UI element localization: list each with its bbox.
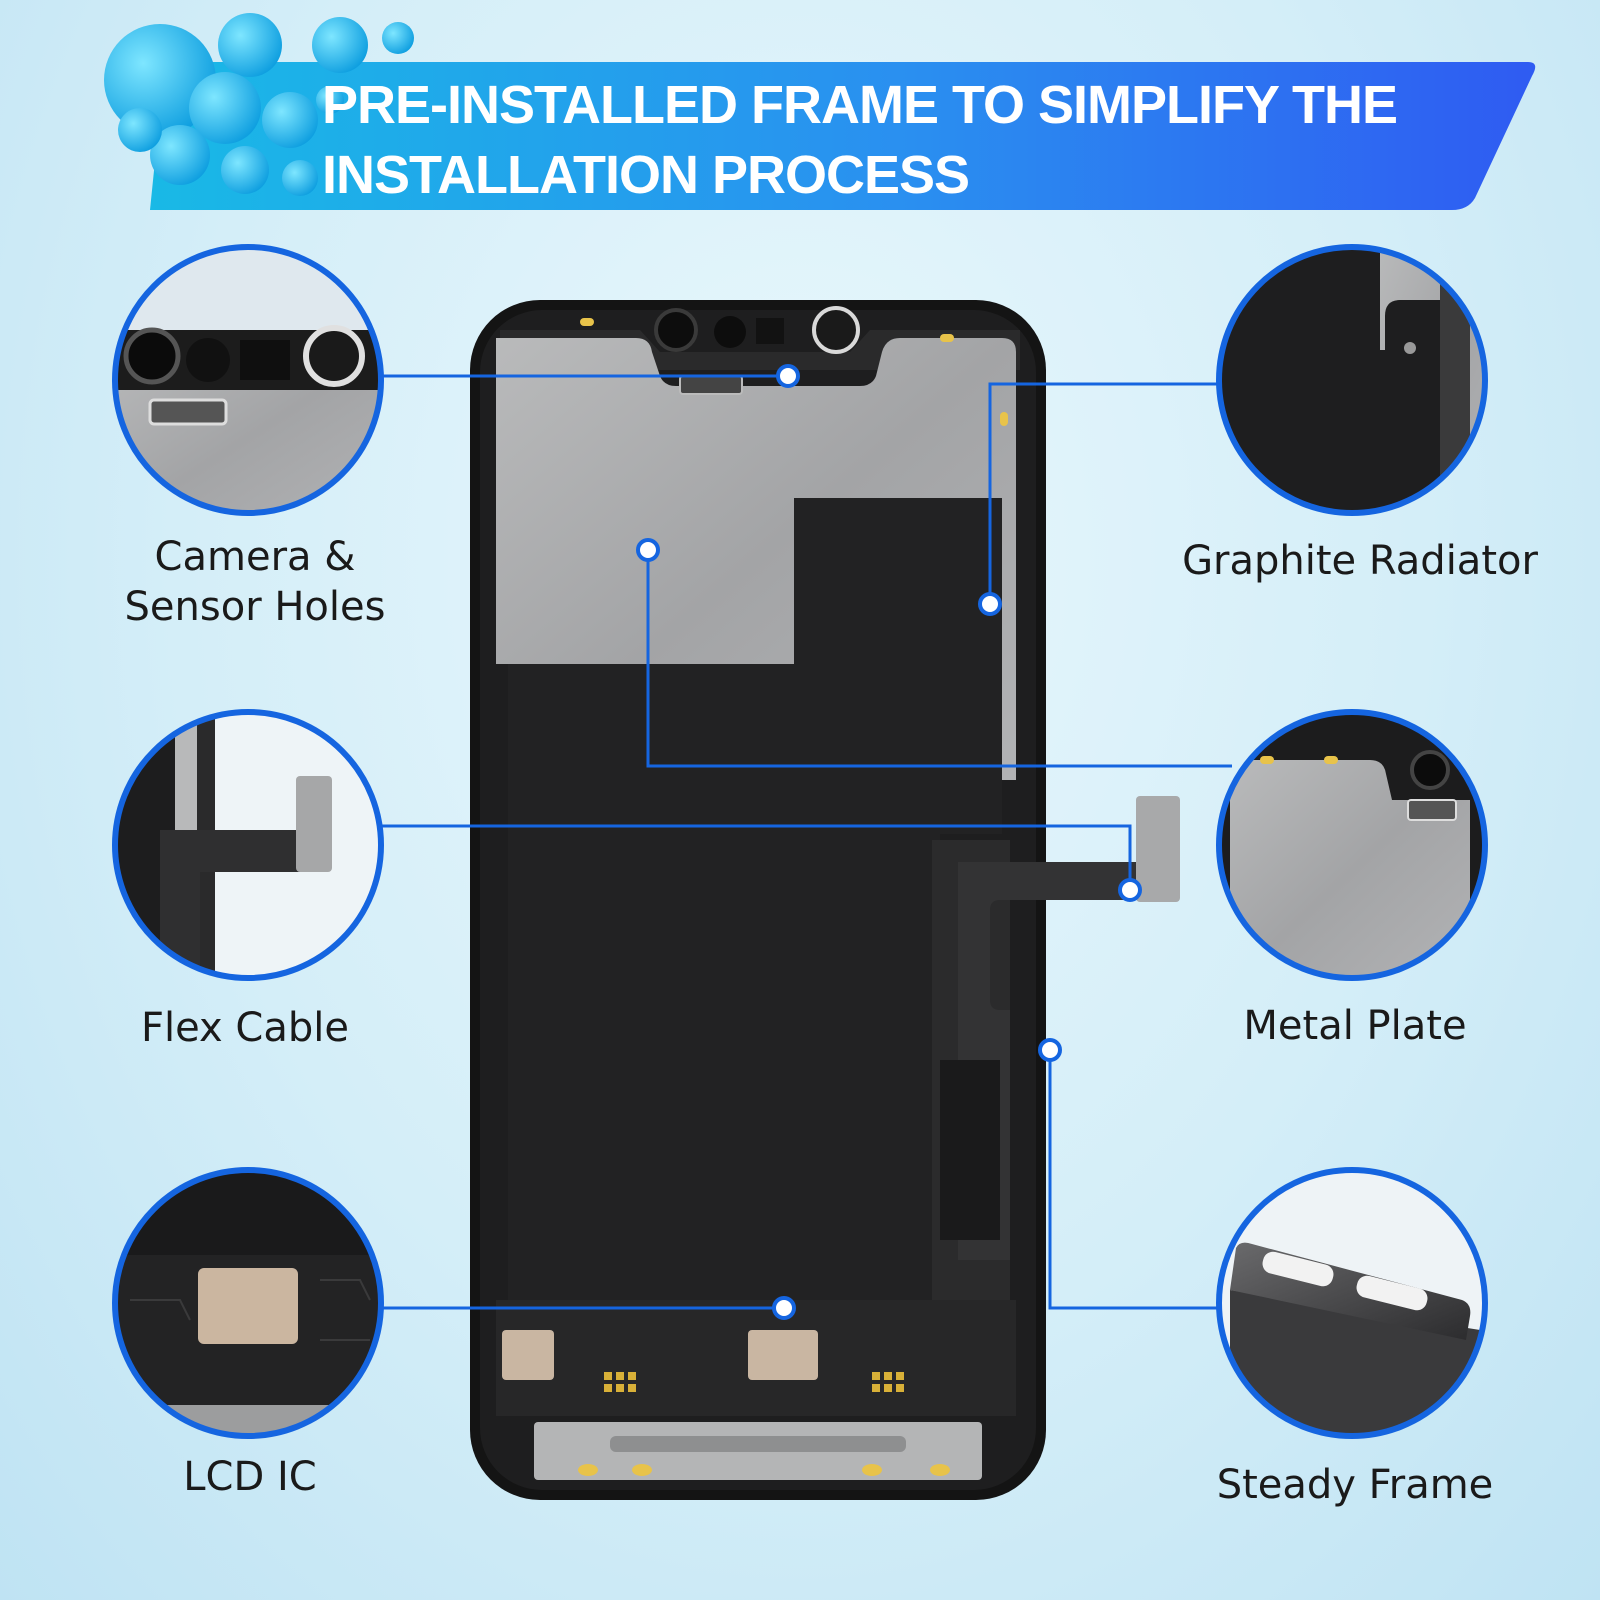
zoom-steady-frame [1216, 1167, 1488, 1439]
label-camera-line-2: Sensor Holes [124, 584, 386, 630]
title-line-2: INSTALLATION PROCESS [322, 145, 970, 205]
label-lcd-ic: LCD IC [183, 1454, 317, 1500]
phone-screen-assembly [470, 300, 1180, 1500]
zoom-camera-sensor-holes [112, 244, 384, 516]
ic-chip-center [748, 1330, 818, 1380]
label-flex-cable: Flex Cable [141, 1005, 349, 1051]
label-camera-line-1: Camera & [154, 534, 356, 580]
page-title: PRE-INSTALLED FRAME TO SIMPLIFY THE INST… [322, 70, 1522, 210]
zoom-metal-plate [1216, 709, 1488, 981]
zoom-graphite-radiator [1216, 244, 1488, 516]
callout-lines [380, 374, 1232, 1310]
zoom-flex-cable [112, 709, 384, 981]
flex-connector-tab [1136, 796, 1180, 902]
label-steady-frame: Steady Frame [1216, 1462, 1494, 1508]
graphite-radiator [508, 498, 1002, 1300]
title-line-1: PRE-INSTALLED FRAME TO SIMPLIFY THE [322, 75, 1398, 135]
label-graphite-radiator: Graphite Radiator [1182, 538, 1538, 584]
callout-dots [636, 364, 1142, 1320]
banner-ribbon [150, 62, 1536, 210]
zoom-lcd-ic [112, 1167, 384, 1439]
bubble-decoration [104, 13, 414, 196]
label-camera-sensor-holes: Camera & Sensor Holes [90, 532, 420, 632]
ic-chip-left [502, 1330, 554, 1380]
title-banner [104, 13, 1536, 210]
label-metal-plate: Metal Plate [1243, 1003, 1467, 1049]
